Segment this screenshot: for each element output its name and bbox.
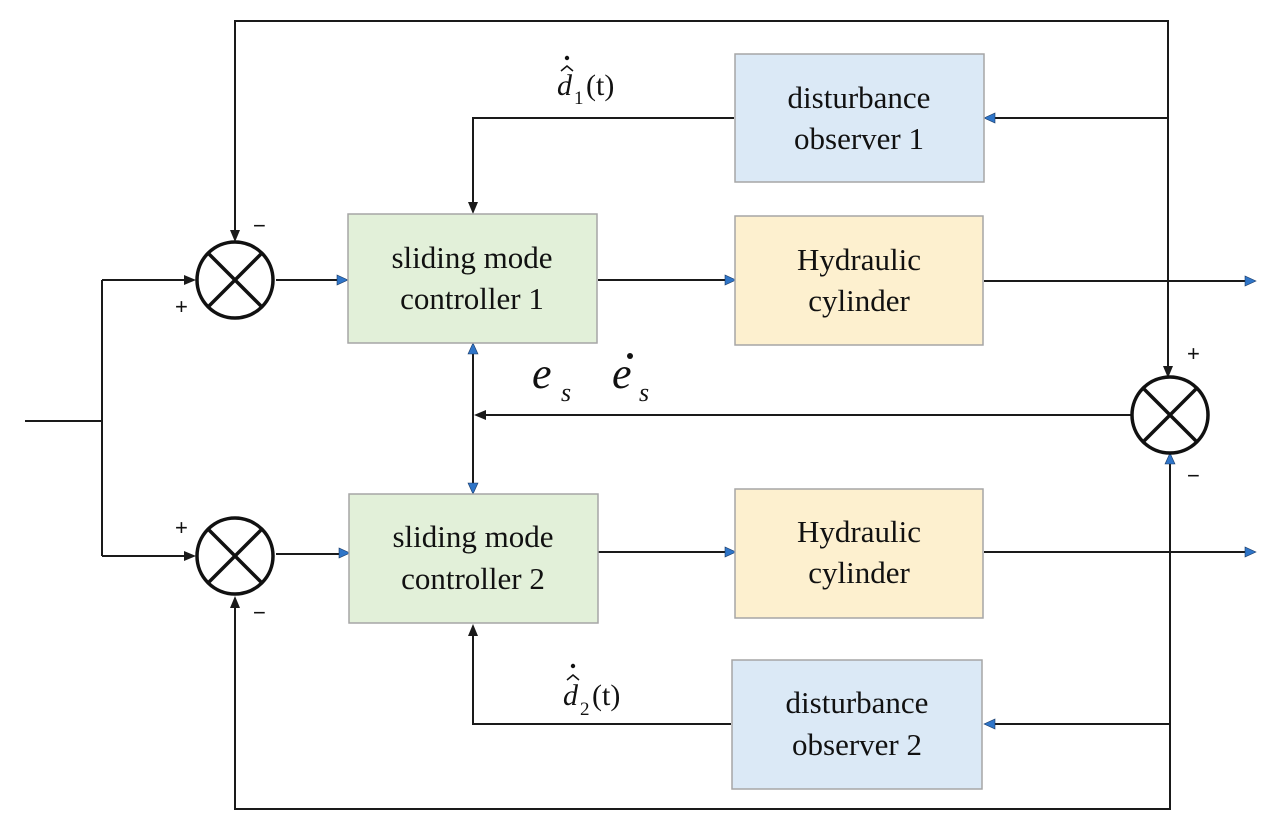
hyd2-box [734,488,984,619]
disturbance-observer-2: disturbance observer 2 [731,659,983,790]
smc2-box [348,493,599,624]
sliding-mode-controller-1: sliding mode controller 1 [347,213,598,344]
d1-hat [560,65,574,72]
hyd2-label-line2: cylinder [808,555,910,590]
dob2-label-line2: observer 2 [792,727,922,762]
d1-arg: (t) [586,69,614,102]
hydraulic-cylinder-1: Hydraulic cylinder [734,215,984,346]
arrow-into-smc1-top [468,202,478,214]
sum2-plus-sign: + [175,515,188,540]
arrow-into-dob1 [983,112,996,124]
arrow-into-smc1-bottom [467,342,479,355]
sliding-mode-controller-2: sliding mode controller 2 [348,493,599,624]
d2-hat [566,674,580,681]
dob1-label-line1: disturbance [788,80,931,115]
top-feedback [234,20,1169,369]
d1-dot [564,55,570,61]
arrow-output-2 [1244,546,1257,558]
sum1-minus-sign: − [253,213,266,238]
error-derivative-label: e s [612,349,649,407]
arrow-into-dob2 [983,718,996,730]
summing-junction-3 [1130,375,1210,455]
es-sub: s [561,378,571,407]
arrow-into-sum3-top [1163,366,1173,378]
sum3-minus-sign: − [1187,463,1200,488]
arrow-into-hyd1 [724,274,737,286]
arrow-into-sum3-bottom [1164,452,1176,465]
dob1-label-line2: observer 1 [794,121,924,156]
es-var: e [532,349,552,398]
hyd1-label-line2: cylinder [808,283,910,318]
dob1-box [734,53,985,183]
summing-junction-2 [195,516,275,596]
arrow-into-smc2-bottom [468,624,478,636]
d2-sub: 2 [580,699,590,720]
smc1-box [347,213,598,344]
error-signal-label: e s [532,349,571,407]
arrow-into-sum2-left [184,551,196,561]
hyd1-label-line1: Hydraulic [797,242,921,277]
arrow-into-smc1-left [336,274,349,286]
arrow-error-left [474,410,486,420]
bottom-feedback [234,461,1171,810]
arrow-output-1 [1244,275,1257,287]
arrow-into-smc2-top [467,482,479,495]
d1-var: d [557,69,573,102]
hyd2-label-line1: Hydraulic [797,514,921,549]
smc1-label-line1: sliding mode [391,240,552,275]
sum3-plus-sign: + [1187,341,1200,366]
smc2-label-line2: controller 2 [401,561,545,596]
smc2-label-line1: sliding mode [392,519,553,554]
dob2-box [731,659,983,790]
arrow-into-hyd2 [724,546,737,558]
arrow-into-sum1-left [184,275,196,285]
dob2-label-line1: disturbance [786,685,929,720]
summing-junction-1 [195,240,275,320]
dob2-to-smc2 [472,632,731,725]
hydraulic-cylinder-2: Hydraulic cylinder [734,488,984,619]
sum2-minus-sign: − [253,600,266,625]
esdot-var: e [612,349,632,398]
d2-var: d [563,679,579,712]
d1-sub: 1 [574,88,584,109]
dob1-to-smc1 [472,117,734,205]
d2-dot [570,663,576,669]
hyd1-box [734,215,984,346]
d1-estimate-derivative-label: d 1 (t) [557,55,614,109]
arrowheads [184,112,1257,730]
esdot-sub: s [639,378,649,407]
smc1-label-line2: controller 1 [400,281,544,316]
arrow-into-smc2-left [338,547,351,559]
disturbance-observer-1: disturbance observer 1 [734,53,985,183]
d2-arg: (t) [592,679,620,712]
sum1-plus-sign: + [175,294,188,319]
esdot-dot [627,353,633,359]
arrow-into-sum2-bottom [230,596,240,608]
signal-lines [25,20,1248,810]
arrow-into-sum1-top [230,230,240,242]
d2-estimate-derivative-label: d 2 (t) [563,663,620,720]
